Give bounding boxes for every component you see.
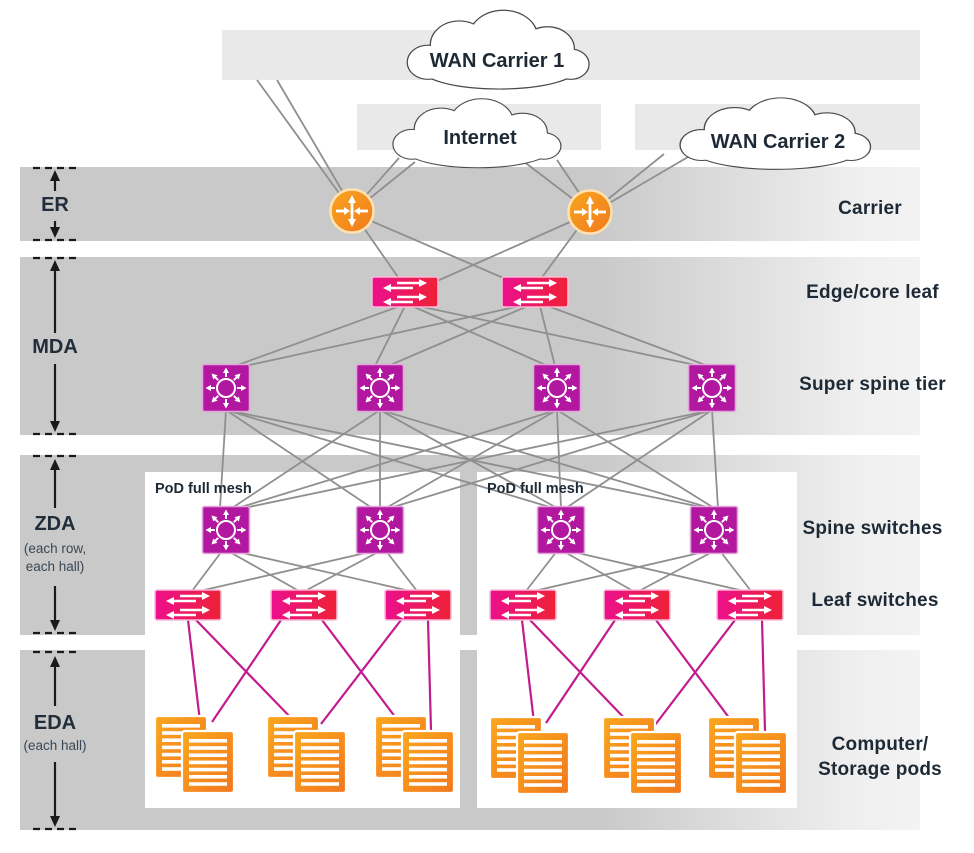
- pod1-leaf-icon-2: [271, 590, 337, 620]
- wan-carrier-1-label: WAN Carrier 1: [430, 50, 565, 72]
- er-extent-arrow: [33, 166, 78, 242]
- edge-core-leaf-icon-2: [502, 277, 568, 307]
- storage-pod-icon-6: [708, 717, 787, 794]
- storage-pod-icon-4: [490, 717, 569, 794]
- zone-label-eda: EDA: [33, 712, 77, 734]
- er-band: [20, 167, 920, 241]
- tier-label-storage-pods: Computer/ Storage pods: [790, 732, 970, 782]
- pod1-leaf-icon-3: [385, 590, 451, 620]
- tier-label-storage-pods-line1: Computer/: [831, 734, 929, 755]
- zone-label-mda: MDA: [32, 336, 78, 358]
- pod1-title: PoD full mesh: [155, 481, 252, 497]
- zone-label-er: ER: [41, 194, 69, 216]
- tier-label-super-spine: Super spine tier: [799, 374, 946, 395]
- pod2-leaf-icon-2: [604, 590, 670, 620]
- pod1-spine-icon-2: [357, 507, 404, 554]
- super-spine-icon-4: [689, 365, 736, 412]
- mda-band: [20, 257, 920, 435]
- leaf-to-pod-links: [186, 619, 767, 732]
- tier-label-storage-pods-line2: Storage pods: [818, 759, 942, 780]
- pod2-spine-icon-1: [538, 507, 585, 554]
- zone-sublabel-zda-1: (each row,: [23, 541, 87, 556]
- pod-spine-to-leaf-links: [191, 550, 752, 592]
- pod2-title: PoD full mesh: [487, 481, 584, 497]
- pod2-leaf-icon-1: [490, 590, 556, 620]
- tier-label-spine-switches: Spine switches: [802, 518, 943, 539]
- eda-extent-arrow: [33, 650, 78, 831]
- edge-core-leaf-icon-1: [372, 277, 438, 307]
- zda-extent-arrow: [33, 454, 78, 635]
- storage-pod-icon-1: [155, 716, 234, 793]
- zone-label-zda: ZDA: [34, 513, 76, 535]
- pod2-leaf-icon-3: [717, 590, 783, 620]
- wan-carrier-2-cloud: WAN Carrier 2: [679, 97, 872, 171]
- super-spine-icon-3: [534, 365, 581, 412]
- carrier-router-icon-2: [567, 189, 613, 235]
- pod1-leaf-icon-1: [155, 590, 221, 620]
- super-spine-icon-1: [203, 365, 250, 412]
- storage-pod-icon-2: [267, 716, 346, 793]
- storage-pod-icon-3: [375, 716, 454, 793]
- pod1-spine-icon-1: [203, 507, 250, 554]
- pod2-spine-icon-2: [691, 507, 738, 554]
- internet-cloud: Internet: [392, 98, 562, 169]
- zone-sublabel-eda: (each hall): [23, 738, 87, 753]
- internet-label: Internet: [443, 127, 517, 149]
- tier-label-edge-core-leaf: Edge/core leaf: [806, 282, 939, 303]
- super-spine-icon-2: [357, 365, 404, 412]
- wan-carrier-2-label: WAN Carrier 2: [711, 131, 846, 153]
- zone-sublabel-zda-2: each hall): [25, 559, 85, 574]
- tier-label-carrier: Carrier: [838, 198, 902, 219]
- mda-extent-arrow: [33, 256, 78, 436]
- router-to-edge-links: [351, 210, 591, 282]
- wan-carrier-1-cloud: WAN Carrier 1: [406, 9, 590, 90]
- storage-pod-icon-5: [603, 717, 682, 794]
- tier-label-leaf-switches: Leaf switches: [811, 590, 939, 611]
- carrier-router-icon-1: [329, 188, 375, 234]
- edge-to-superspine-links: [234, 305, 709, 367]
- superspine-to-podspine-links: [219, 409, 719, 509]
